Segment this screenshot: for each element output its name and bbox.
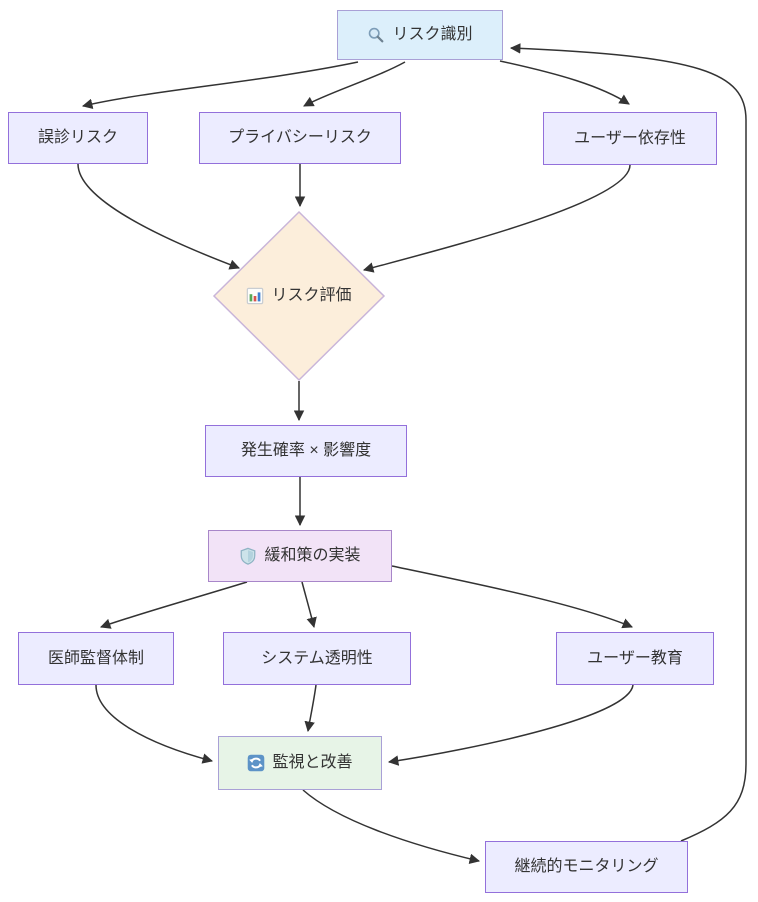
node-label: 継続的モニタリング [514,858,659,876]
node-system-transparency: システム透明性 [223,632,411,685]
edge-identification-dependency [499,60,630,105]
edge-dependency-assessment [362,164,631,273]
node-user-dependency: ユーザー依存性 [543,112,717,165]
node-label: リスク評価 [271,287,352,305]
magnifier-icon [367,26,385,44]
node-label: 監視と改善 [272,754,353,772]
node-risk-identification: リスク識別 [337,10,503,60]
edge-supervision-monitoring [95,684,214,764]
node-label: 誤診リスク [37,129,118,147]
node-doctor-supervision: 医師監督体制 [18,632,174,685]
edge-monitoring-continuous [302,789,481,864]
edge-mitigation-education [391,565,633,629]
node-risk-assessment: リスク評価 [219,283,379,309]
node-risk-assessment-shape [212,210,386,382]
edge-identification-privacy [303,61,406,107]
node-label: 医師監督体制 [47,649,144,667]
edge-mitigation-supervision [100,581,248,629]
edge-misdiagnosis-assessment [77,163,240,270]
node-mitigation-implementation: 緩和策の実装 [208,530,392,582]
node-label: プライバシーリスク [228,129,372,147]
node-misdiagnosis-risk: 誤診リスク [8,112,148,164]
node-probability-impact: 発生確率 × 影響度 [205,425,407,477]
node-label: 緩和策の実装 [264,547,361,565]
edge-transparency-monitoring [304,684,317,733]
node-continuous-monitoring: 継続的モニタリング [485,841,688,893]
node-label: ユーザー教育 [587,649,683,667]
shield-icon [239,547,257,565]
edge-mitigation-transparency [301,581,317,629]
edge-identification-misdiagnosis [81,61,359,109]
bar-chart-icon [246,287,264,305]
node-label: ユーザー依存性 [574,129,686,147]
node-label: 発生確率 × 影響度 [240,442,372,460]
node-monitoring-improvement: 監視と改善 [218,736,382,790]
node-label: リスク識別 [392,26,473,44]
edge-education-monitoring [387,684,634,766]
refresh-icon [247,754,265,772]
node-label: システム透明性 [261,649,373,667]
node-privacy-risk: プライバシーリスク [199,112,401,164]
node-user-education: ユーザー教育 [556,632,714,685]
edge-continuous-identification-loop [509,43,747,842]
